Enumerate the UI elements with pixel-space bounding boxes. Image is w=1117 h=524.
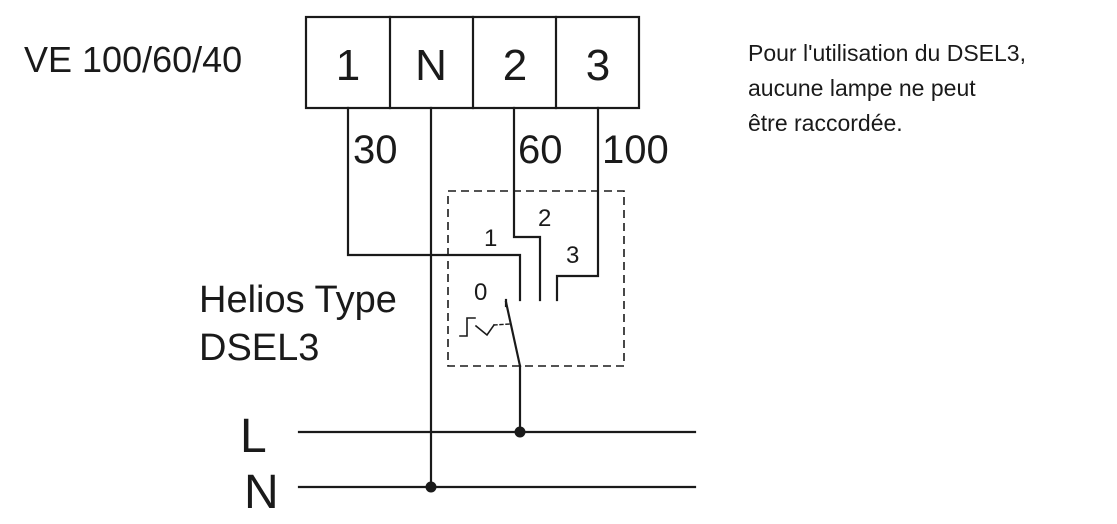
wire-terminal-2 [512,106,542,302]
speed-label-100: 100 [602,128,669,172]
supply-neutral-label: N [244,466,279,519]
device-model-label: VE 100/60/40 [24,39,242,80]
terminal-block: 1 N 2 3 [304,15,641,110]
terminal-3-label: 3 [586,41,610,90]
installation-note: Pour l'utilisation du DSEL3, aucune lamp… [748,40,1026,136]
switch-position-0: 0 [474,279,487,306]
speed-label-60: 60 [518,128,563,172]
terminal-n-label: N [415,41,447,90]
switch-actuator-symbol [459,317,511,337]
switch-position-2: 2 [538,205,551,232]
switch-name-line-1: Helios Type [199,279,397,321]
terminal-2-label: 2 [503,41,527,90]
switch-position-3: 3 [566,242,579,269]
speed-label-30: 30 [353,128,398,172]
switch-position-1: 1 [484,225,497,252]
switch-name-line-2: DSEL3 [199,327,319,369]
supply-line-label: L [240,410,267,463]
wire-terminal-1 [346,106,522,302]
switch-lever [504,300,522,368]
junction-dot-l [514,426,526,438]
note-line-1: Pour l'utilisation du DSEL3, [748,40,1026,66]
switch-enclosure [447,190,625,367]
junction-dot-n [425,481,437,493]
terminal-1-label: 1 [336,41,360,90]
note-line-3: être raccordée. [748,110,903,136]
wire-terminal-3 [555,106,600,302]
note-line-2: aucune lampe ne peut [748,75,976,101]
